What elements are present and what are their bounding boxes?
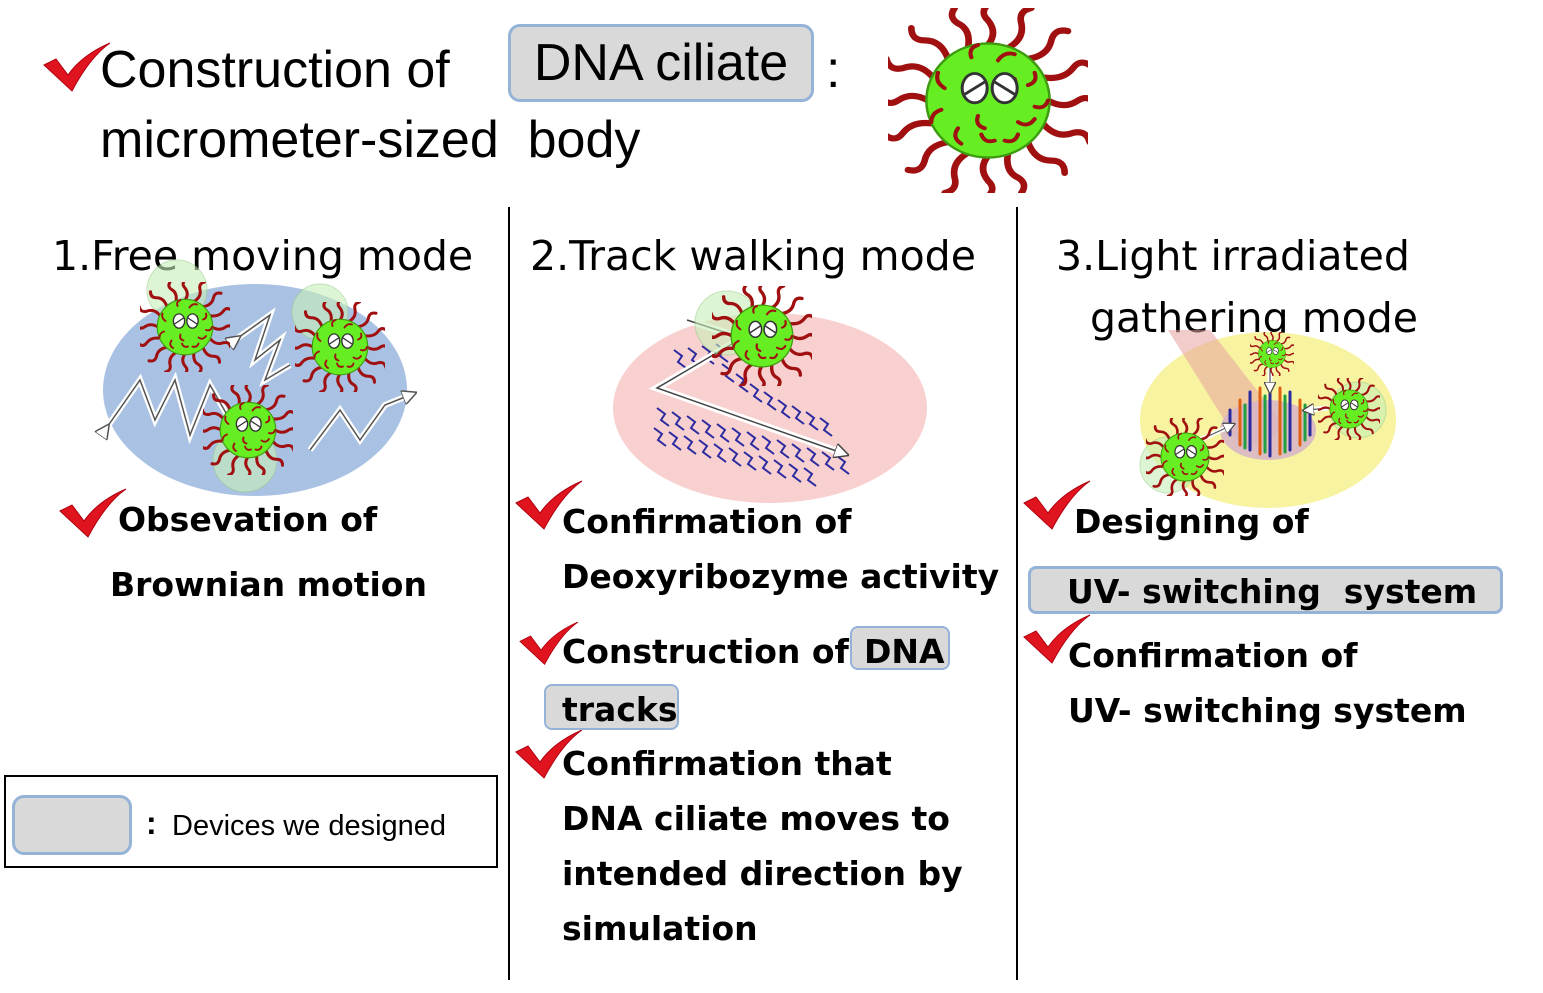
tracks-device-box: tracks <box>544 684 679 730</box>
track-walking-illustration <box>613 286 927 503</box>
column-2-heading: 2.Track walking mode <box>530 232 976 280</box>
column-2-item-2: Deoxyribozyme activity <box>562 557 1000 596</box>
title-device-label: DNA ciliate <box>533 34 789 92</box>
title-device-box: DNA ciliate <box>508 24 814 102</box>
big-ciliate-icon <box>888 8 1088 193</box>
column-2-item-3: Construction of <box>562 632 849 671</box>
legend-label: Devices we designed <box>172 810 447 842</box>
legend-box: : Devices we designed <box>4 775 498 868</box>
title-line2: micrometer-sized body <box>100 111 641 169</box>
column-2-item-6: intended direction by <box>562 854 963 893</box>
title-prefix: Construction of <box>100 41 450 99</box>
column-2-item-7: simulation <box>562 909 758 948</box>
free-moving-illustration <box>95 259 425 496</box>
column-3-item-1: Designing of <box>1074 502 1309 541</box>
column-2-item-4: Confirmation that <box>562 744 892 783</box>
light-gathering-illustration <box>1139 330 1396 508</box>
column-1-item-2: Brownian motion <box>110 565 427 604</box>
column-divider-2 <box>1016 207 1018 980</box>
uv-switching-device-box: UV- switching system <box>1028 566 1503 614</box>
column-divider-1 <box>508 207 510 980</box>
dna-device-box: DNA <box>850 626 950 670</box>
column-2-item-5: DNA ciliate moves to <box>562 799 950 838</box>
column-3-item-3: Confirmation of <box>1068 636 1358 675</box>
column-3-heading-line2: gathering mode <box>1090 294 1418 342</box>
column-3-item-4: UV- switching system <box>1068 691 1467 730</box>
column-1-heading: 1.Free moving mode <box>52 232 474 280</box>
legend-colon: : <box>146 805 157 841</box>
title-colon: : <box>826 41 841 99</box>
legend-swatch <box>12 795 132 855</box>
column-2-item-1: Confirmation of <box>562 502 852 541</box>
page-title: Construction of <box>100 44 450 96</box>
column-1-item-1: Obsevation of <box>118 500 378 539</box>
column-3-heading-line1: 3.Light irradiated <box>1056 232 1410 280</box>
